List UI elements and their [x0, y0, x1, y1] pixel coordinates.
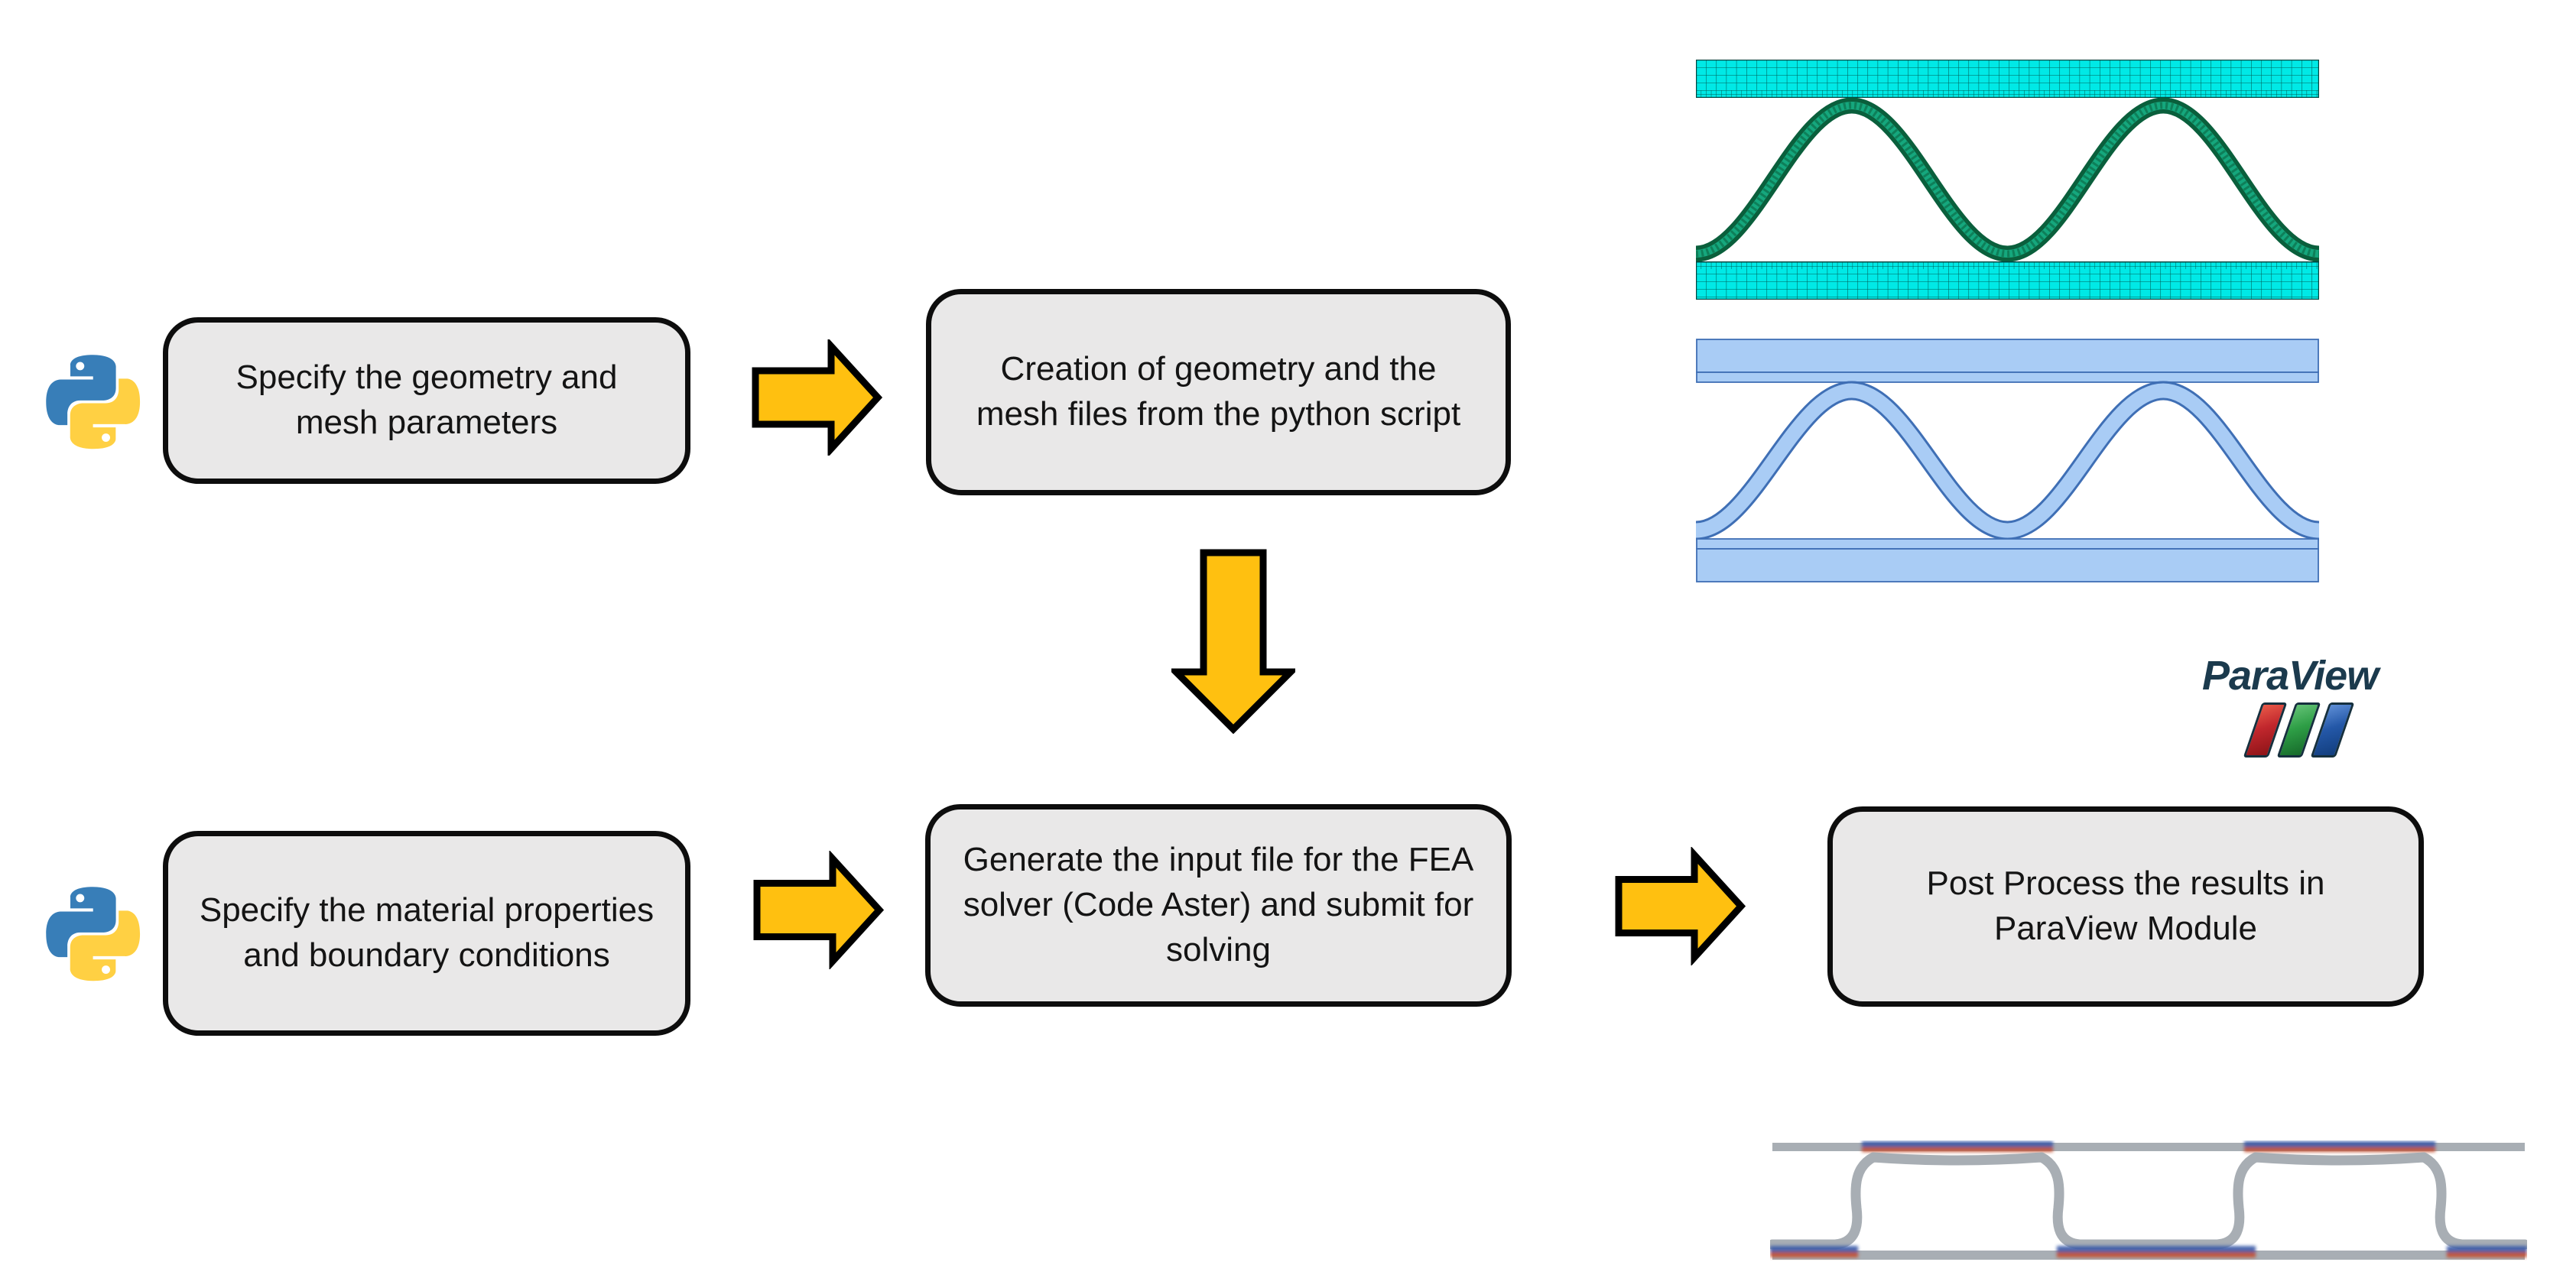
paraview-logo-text: ParaView — [2202, 653, 2379, 699]
result-top-stress-band — [1862, 1141, 2053, 1152]
mesh-sine-core-outer — [1696, 97, 2319, 262]
geometry-bottom-lamina — [1696, 538, 2319, 550]
result-top-stress-band — [2244, 1141, 2435, 1152]
flow-box-specify-geometry: Specify the geometry and mesh parameters — [163, 317, 690, 484]
geometry-sine-core-outline — [1696, 381, 2319, 540]
result-bottom-stress-band — [2447, 1246, 2527, 1257]
flow-box-generate-input: Generate the input file for the FEA solv… — [925, 804, 1512, 1007]
geometry-top-plate — [1696, 339, 2319, 373]
arrow-right-shape — [753, 851, 885, 969]
arrow-down-shape — [1171, 549, 1295, 734]
python-icon-blue-snake — [46, 887, 116, 958]
mesh-bottom-facesheet-outline — [1696, 261, 2319, 300]
mesh-top-facesheet-fine-row — [1696, 90, 2319, 98]
flow-box-label: Creation of geometry and the mesh files … — [976, 350, 1461, 433]
flow-box-label: Post Process the results in ParaView Mod… — [1926, 865, 2325, 947]
geometry-sine-core-fill — [1696, 383, 2319, 538]
arrow-right-icon — [1615, 847, 1746, 965]
arrow-right-icon — [752, 339, 883, 456]
paraview-logo: ParaView — [2202, 654, 2416, 758]
mesh-bottom-facesheet — [1696, 269, 2319, 300]
paraview-logo-bars — [2243, 702, 2416, 758]
flow-box-post-process: Post Process the results in ParaView Mod… — [1827, 806, 2424, 1007]
arrow-right-icon — [753, 851, 885, 969]
mesh-sine-core-inner — [1696, 101, 2319, 258]
mesh-bottom-facesheet-fine-row — [1696, 261, 2319, 269]
result-top-plate — [1772, 1143, 2525, 1151]
arrow-right-shape — [752, 339, 883, 456]
result-corrugation-wall — [1770, 1152, 2527, 1250]
mesh-top-facesheet — [1696, 60, 2319, 90]
meshed-panel-image — [1696, 60, 2319, 300]
flow-box-specify-material: Specify the material properties and boun… — [163, 831, 690, 1036]
geometry-top-lamina — [1696, 371, 2319, 383]
flow-box-label: Generate the input file for the FEA solv… — [963, 841, 1474, 968]
result-bottom-stress-band — [1770, 1246, 1858, 1257]
python-icon-yellow-snake — [70, 378, 141, 449]
arrow-down-icon — [1171, 549, 1295, 734]
result-bottom-stress-band — [2057, 1246, 2256, 1257]
geometry-bottom-plate — [1696, 548, 2319, 582]
deformed-result-image — [1770, 1141, 2527, 1260]
arrow-right-shape — [1615, 847, 1746, 965]
mesh-sine-core-texture — [1696, 102, 2319, 258]
mesh-top-facesheet-outline — [1696, 60, 2319, 98]
flow-box-create-geometry-mesh: Creation of geometry and the mesh files … — [926, 289, 1511, 495]
python-icon-yellow-snake — [70, 910, 141, 981]
python-icon — [46, 355, 141, 449]
flow-box-label: Specify the geometry and mesh parameters — [236, 358, 618, 441]
python-icon — [46, 887, 141, 981]
flow-box-label: Specify the material properties and boun… — [199, 891, 655, 974]
panel-geometry-image — [1696, 339, 2319, 582]
python-icon-blue-snake — [46, 355, 116, 426]
